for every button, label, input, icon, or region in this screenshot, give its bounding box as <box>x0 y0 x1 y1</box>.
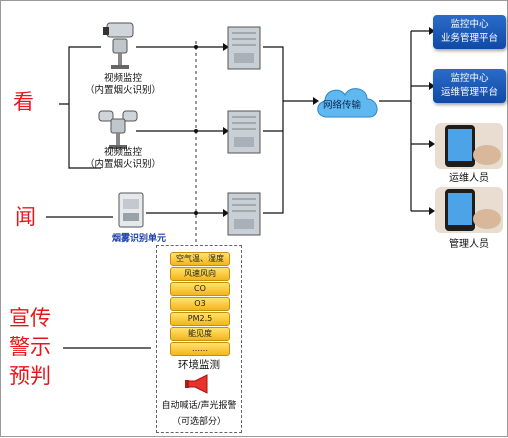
smartphone-icon <box>435 123 503 169</box>
camera-1-label-line1: 视频监控 <box>103 73 142 84</box>
smoke-unit-label: 烟雾识别单元 <box>112 234 167 244</box>
ptz-camera-icon <box>98 110 138 149</box>
panel-2-line1: 监控中心 <box>450 73 489 84</box>
env-item: 空气温、湿度 <box>170 252 230 266</box>
manager-people-label: 管理人员 <box>449 239 489 250</box>
warn-label-2: 警示 <box>9 335 51 359</box>
warn-label-3: 预判 <box>9 364 51 388</box>
warn-label-1: 宣传 <box>9 306 51 330</box>
camera-2-label: 视频监控 （内置烟火识别） <box>63 147 183 171</box>
smartphone-icon <box>435 187 503 233</box>
business-platform-panel: 监控中心 业务管理平台 <box>433 15 506 49</box>
panel-1-line1: 监控中心 <box>450 19 489 30</box>
ops-people-label: 运维人员 <box>449 173 489 184</box>
network-label: 网络传输 <box>323 100 362 111</box>
hear-label: 闻 <box>15 205 36 229</box>
camera-2-label-line2: （内置烟火识别） <box>84 159 161 170</box>
gateway-device-icon <box>227 192 261 236</box>
optional-label: （可选部分） <box>171 417 226 427</box>
ops-platform-panel: 监控中心 运维管理平台 <box>433 69 506 103</box>
env-item: PM2.5 <box>170 312 230 326</box>
panel-2-line2: 运维管理平台 <box>440 87 498 98</box>
camera-2-label-line1: 视频监控 <box>103 147 142 158</box>
smoke-detector-icon <box>118 192 144 228</box>
env-item: 能见度 <box>170 327 230 341</box>
environment-title: 环境监测 <box>178 359 220 371</box>
gateway-device-icon <box>227 26 261 70</box>
alarm-label: 自动喊话/声光报警 <box>161 401 237 411</box>
panel-1-line2: 业务管理平台 <box>440 33 498 44</box>
env-item: CO <box>170 282 230 296</box>
camera-1-label: 视频监控 （内置烟火识别） <box>63 73 183 97</box>
see-label: 看 <box>13 90 34 114</box>
env-item: O3 <box>170 297 230 311</box>
ptz-camera-icon <box>103 22 134 69</box>
gateway-device-icon <box>227 110 261 154</box>
cloud-icon <box>317 88 378 118</box>
environment-panel: 空气温、湿度 风速风向 CO O3 PM2.5 能见度 …… 环境监测 自动喊话… <box>156 245 242 433</box>
env-item: …… <box>170 342 230 356</box>
siren-icon <box>185 374 208 394</box>
env-item: 风速风向 <box>170 267 230 281</box>
camera-1-label-line2: （内置烟火识别） <box>84 85 161 96</box>
